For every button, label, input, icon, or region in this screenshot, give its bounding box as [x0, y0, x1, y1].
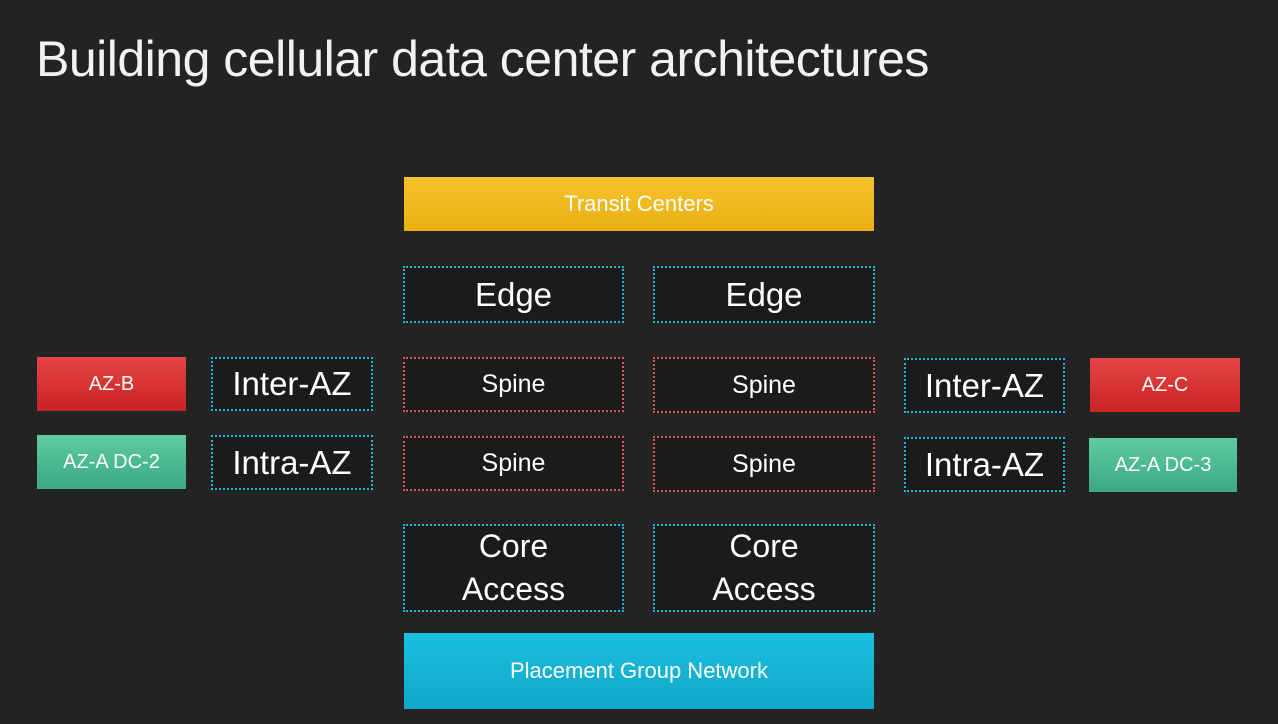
spine-right-1-box: Spine: [653, 357, 875, 413]
intra-az-right-label: Intra-AZ: [924, 445, 1045, 483]
az-c-label: AZ-C: [1141, 373, 1189, 396]
az-b-box: AZ-B: [37, 357, 186, 411]
az-a-dc2-label: AZ-A DC-2: [63, 450, 160, 473]
spine-right-1-label: Spine: [732, 370, 796, 399]
spine-right-2-box: Spine: [653, 436, 875, 492]
intra-az-right-box: Intra-AZ: [904, 437, 1065, 492]
inter-az-left-label: Inter-AZ: [232, 365, 352, 402]
transit-centers-label: Transit Centers: [564, 191, 714, 216]
az-a-dc2-box: AZ-A DC-2: [37, 435, 186, 489]
az-a-dc3-box: AZ-A DC-3: [1089, 438, 1237, 492]
az-a-dc3-label: AZ-A DC-3: [1114, 453, 1212, 476]
az-b-label: AZ-B: [88, 372, 135, 395]
slide-title: Building cellular data center architectu…: [36, 31, 929, 87]
spine-left-1-label: Spine: [481, 370, 546, 398]
inter-az-right-label: Inter-AZ: [924, 366, 1045, 404]
placement-group-network-box: Placement Group Network: [404, 633, 874, 709]
access-left-label: Access: [461, 571, 566, 607]
inter-az-right-box: Inter-AZ: [904, 358, 1065, 413]
core-right-label: Core: [729, 528, 799, 564]
az-c-box: AZ-C: [1090, 358, 1240, 412]
edge-right-label: Edge: [725, 275, 803, 313]
spine-left-2-label: Spine: [481, 449, 546, 477]
core-access-right-box: Core Access: [653, 524, 875, 612]
intra-az-left-label: Intra-AZ: [232, 443, 352, 481]
spine-right-2-label: Spine: [732, 449, 796, 478]
spine-left-1-box: Spine: [403, 357, 624, 412]
transit-centers-box: Transit Centers: [404, 177, 874, 231]
placement-group-network-label: Placement Group Network: [510, 658, 768, 683]
edge-left-label: Edge: [474, 275, 553, 313]
intra-az-left-box: Intra-AZ: [211, 435, 373, 490]
inter-az-left-box: Inter-AZ: [211, 357, 373, 411]
core-access-left-box: Core Access: [403, 524, 624, 612]
edge-left-box: Edge: [403, 266, 624, 323]
access-right-label: Access: [712, 571, 816, 607]
core-left-label: Core: [478, 528, 549, 564]
spine-left-2-box: Spine: [403, 436, 624, 491]
edge-right-box: Edge: [653, 266, 875, 323]
